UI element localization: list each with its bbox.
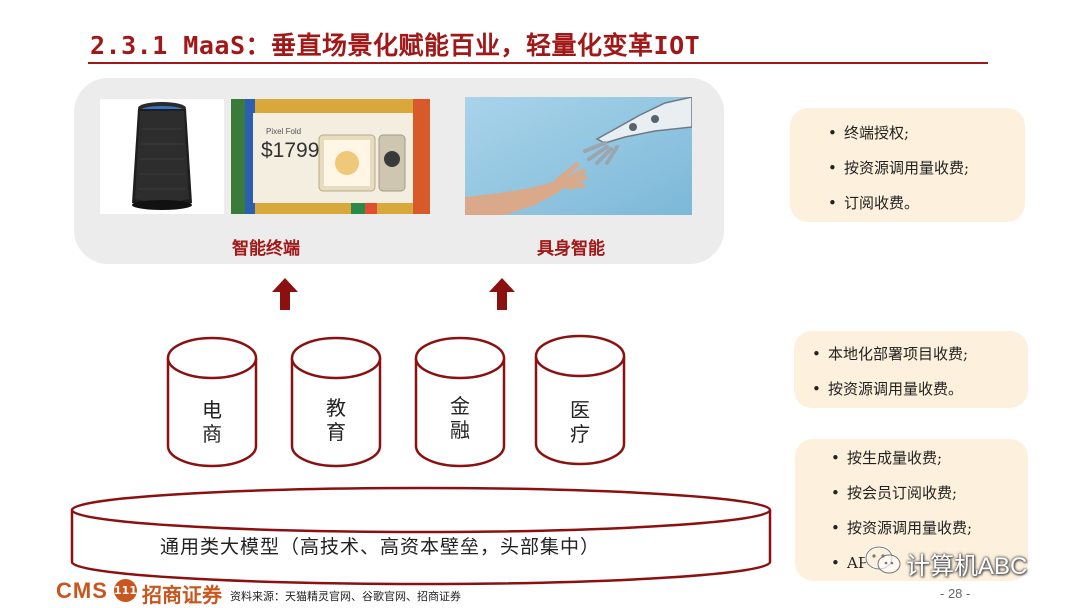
watermark-text: 计算机ABC: [906, 553, 1028, 580]
cylinder-healthcare-label: 医 疗: [570, 398, 590, 446]
base-model-disk: [70, 486, 772, 586]
note-item: 按资源调用量收费;: [829, 517, 1028, 552]
embodied-intelligence-label: 具身智能: [537, 239, 605, 259]
note-item: 订阅收费。: [826, 192, 1025, 227]
ad-price: $1799: [261, 139, 320, 162]
ad-product-name: Pixel Fold: [266, 127, 302, 136]
revenue-note-terminal: 终端授权; 按资源调用量收费; 订阅收费。: [790, 108, 1025, 222]
smart-terminal-label: 智能终端: [232, 239, 300, 259]
note-item: 本地化部署项目收费;: [810, 343, 1028, 378]
up-arrow-icon: [489, 278, 515, 310]
smart-speaker-image: [100, 99, 224, 214]
cylinder-finance: [414, 336, 506, 468]
page-number: - 28 -: [940, 586, 971, 601]
title-divider: [88, 62, 988, 64]
cylinder-healthcare: [534, 334, 626, 466]
note-item: 按资源调用量收费;: [826, 157, 1025, 192]
cylinder-finance-label: 金 融: [450, 394, 470, 442]
page-title: 2.3.1 MaaS：垂直场景化赋能百业，轻量化变革IOT: [90, 31, 701, 60]
note-item: 按资源调用量收费。: [810, 378, 1028, 413]
wechat-icon: [864, 545, 901, 574]
cylinder-ecommerce: [166, 336, 258, 468]
base-model-label: 通用类大模型（高技术、高资本壁垒，头部集中）: [160, 536, 601, 558]
revenue-note-industry: 本地化部署项目收费; 按资源调用量收费。: [794, 331, 1028, 408]
up-arrow-icon: [272, 278, 298, 310]
note-item: 终端授权;: [826, 122, 1025, 157]
note-item: AP: [829, 552, 1028, 587]
note-item: 按生成量收费;: [829, 447, 1028, 482]
cylinder-education-label: 教 育: [326, 396, 346, 444]
cylinder-education: [290, 336, 382, 468]
cylinder-ecommerce-label: 电 商: [202, 398, 222, 446]
source-note: 资料来源：天猫精灵官网、谷歌官网、招商证券: [230, 590, 461, 603]
logo-cms-text: CMS: [56, 578, 108, 603]
pixel-fold-ad-image: Pixel Fold $1799: [231, 99, 430, 214]
revenue-note-general: 按生成量收费; 按会员订阅收费; 按资源调用量收费; AP: [795, 439, 1028, 581]
logo-badge-icon: 111: [114, 579, 137, 602]
logo-company-name: 招商证券: [142, 583, 222, 607]
robot-human-hands-image: [465, 97, 692, 215]
note-item: 按会员订阅收费;: [829, 482, 1028, 517]
